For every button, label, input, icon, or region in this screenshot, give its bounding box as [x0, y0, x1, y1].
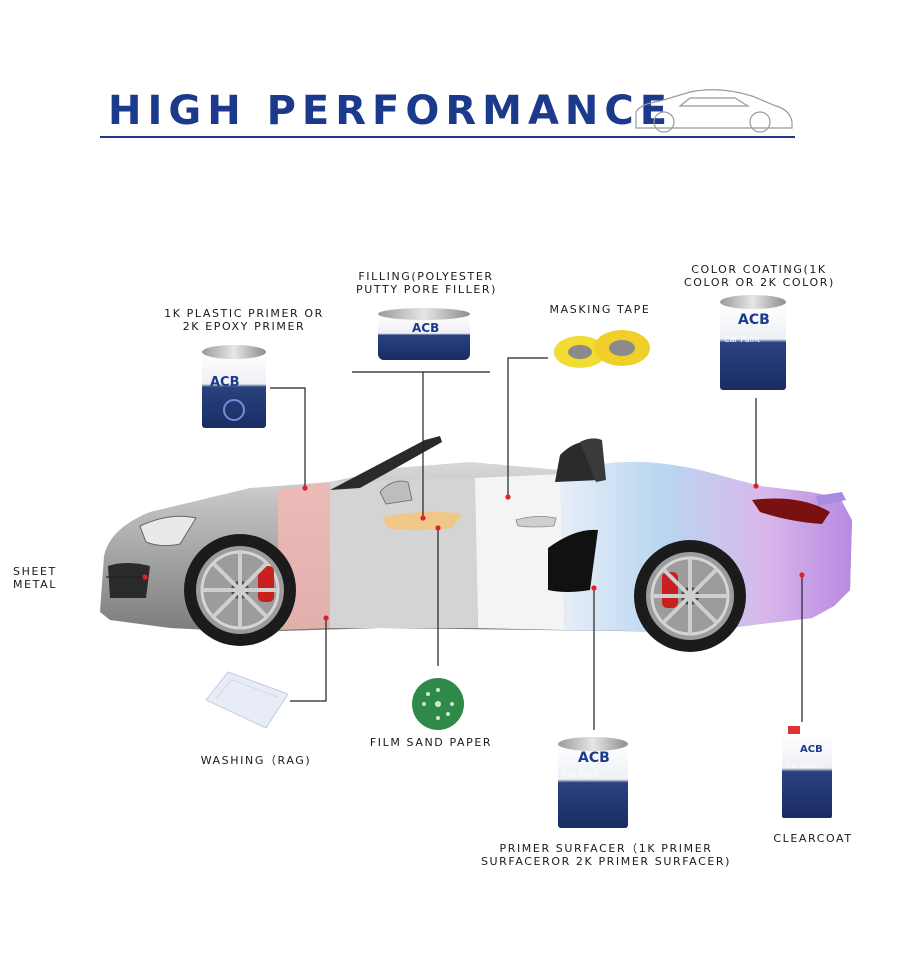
marker-masking	[505, 494, 511, 500]
connector-lines	[106, 357, 803, 730]
label-color-coating: COLOR COATING(1K COLOR OR 2K COLOR)	[684, 263, 835, 289]
paint-can-icon-surfacer: ACB Car Paint	[558, 737, 628, 828]
marker-sheet-metal	[142, 574, 148, 580]
masking-tape-icon	[554, 330, 650, 368]
marker-primer	[302, 485, 308, 491]
marker-color	[753, 483, 759, 489]
label-primer-surfacer: PRIMER SURFACER（1K PRIMER SURFACEROR 2K …	[480, 842, 732, 868]
label-primer: 1K PLASTIC PRIMER OR 2K EPOXY PRIMER	[164, 307, 324, 333]
paint-can-icon: ACB	[202, 345, 266, 428]
rag-icon	[205, 671, 289, 729]
clearcoat-brand: ACB	[800, 744, 823, 755]
label-washing: WASHING（RAG)	[200, 754, 312, 767]
marker-clearcoat	[799, 572, 805, 578]
paint-can-icon-color: ACB Car Paint	[720, 295, 786, 390]
label-filling: FILLING(POLYESTER PUTTY PORE FILLER)	[356, 270, 498, 296]
car-outline-icon	[635, 89, 793, 133]
color-can-subtitle: Car Paint	[724, 335, 760, 344]
marker-sandpaper	[435, 525, 441, 531]
label-sand-paper: FILM SAND PAPER	[369, 736, 493, 749]
clearcoat-tin-icon: ACB Car Paint	[782, 726, 832, 818]
title-underline	[100, 136, 795, 138]
marker-filling	[420, 515, 426, 521]
label-masking-tape: MASKING TAPE	[549, 303, 651, 316]
surfacer-can-subtitle: Car Paint	[562, 771, 598, 780]
marker-washing	[323, 615, 329, 621]
clearcoat-subtitle: Car Paint	[786, 762, 818, 770]
label-clearcoat: CLEARCOAT	[773, 832, 853, 845]
tin-brand: ACB	[412, 321, 439, 335]
surfacer-can-brand: ACB	[578, 750, 610, 766]
label-sheet-metal: SHEET METAL	[13, 565, 57, 591]
filler-tin-icon: ACB	[378, 308, 470, 360]
marker-surfacer	[591, 585, 597, 591]
marker-dots	[142, 483, 805, 621]
page-title: HIGH PERFORMANCE	[108, 88, 674, 134]
car-illustration	[100, 436, 852, 652]
can-brand: ACB	[210, 375, 240, 390]
color-can-brand: ACB	[738, 312, 770, 328]
sandpaper-disc-icon	[412, 678, 464, 730]
